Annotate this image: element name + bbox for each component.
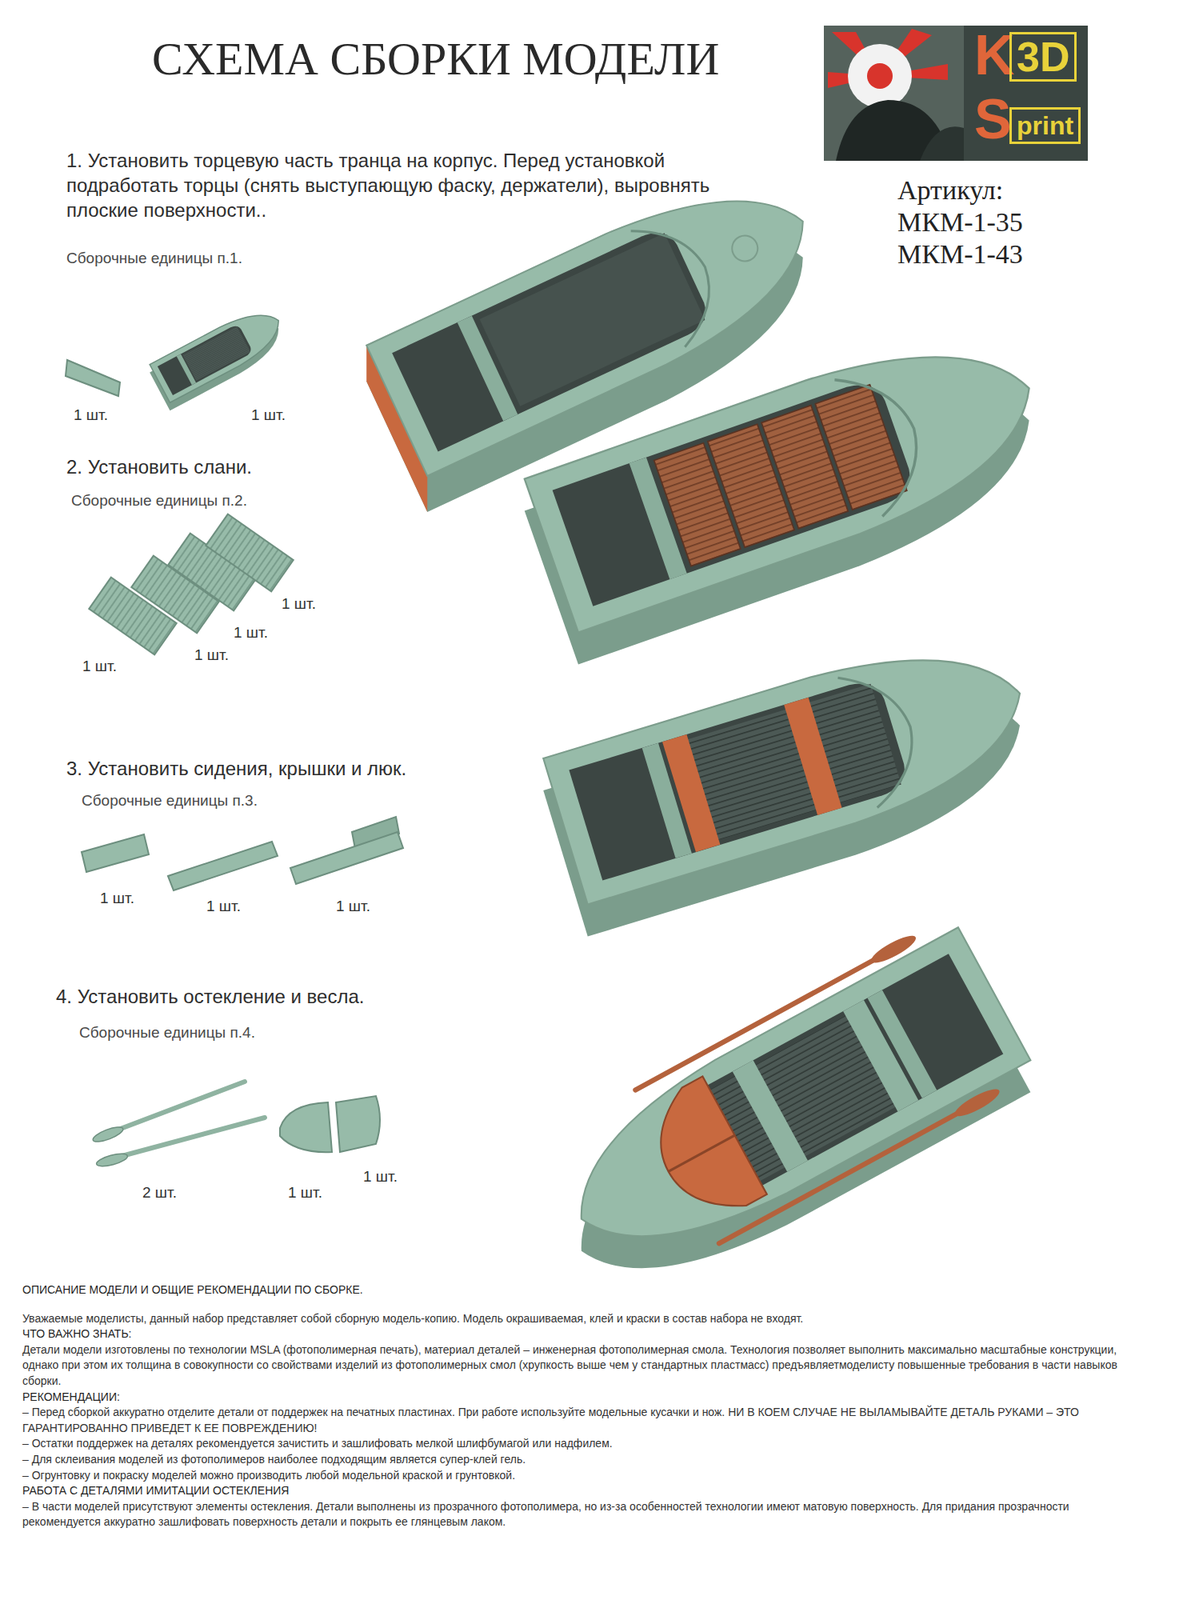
- note-text: Детали модели изготовлены по технологии …: [22, 1342, 1151, 1390]
- note-text: – Остатки поддержек на деталях рекоменду…: [22, 1435, 1151, 1452]
- quantity: 1 шт.: [281, 595, 316, 614]
- note-text: – Огрунтовку и покраску моделей можно пр…: [22, 1467, 1151, 1484]
- seat-parts: [81, 816, 404, 891]
- quantity: 2 шт.: [142, 1183, 177, 1203]
- hull-part: [149, 301, 289, 412]
- quantity: 1 шт.: [363, 1167, 398, 1187]
- transom-part: [65, 359, 120, 396]
- quantity: 1 шт.: [287, 1183, 323, 1203]
- quantity: 1 шт.: [335, 897, 371, 916]
- quantity: 1 шт.: [99, 889, 135, 908]
- units-heading: Сборочные единицы п.2.: [71, 491, 248, 511]
- units-heading: Сборочные единицы п.1.: [66, 249, 243, 268]
- page-title: СХЕМА СБОРКИ МОДЕЛИ: [151, 33, 720, 85]
- note-text: – Для склеивания моделей из фотополимеро…: [22, 1451, 1151, 1468]
- units-heading: Сборочные единицы п.4.: [79, 1023, 256, 1043]
- note-text: – В части моделей присутствуют элементы …: [22, 1498, 1151, 1531]
- note-heading: РАБОТА С ДЕТАЛЯМИ ИМИТАЦИИ ОСТЕКЛЕНИЯ: [22, 1482, 1151, 1499]
- logo-box: K3D Sprint: [823, 25, 1088, 161]
- quantity: 1 шт.: [73, 406, 108, 425]
- quantity: 1 шт.: [206, 897, 241, 916]
- quantity: 1 шт.: [82, 657, 117, 676]
- boat-step3: [543, 619, 1042, 936]
- step-text: 1. Установить торцевую часть транца на к…: [66, 147, 771, 224]
- logo-picture: [823, 25, 1088, 161]
- step-text: 2. Установить слани.: [66, 454, 252, 480]
- logo-text: 3D: [1009, 31, 1077, 82]
- notes-block: ОПИСАНИЕ МОДЕЛИ И ОБЩИЕ РЕКОМЕНДАЦИИ ПО …: [22, 1282, 1151, 1531]
- units-heading: Сборочные единицы п.3.: [81, 791, 258, 811]
- article-label: Артикул:: [897, 174, 1004, 208]
- note-heading: ЧТО ВАЖНО ЗНАТЬ:: [22, 1326, 1151, 1343]
- boat-step2: [524, 311, 1056, 664]
- quantity: 1 шт.: [251, 406, 286, 425]
- note-text: – Перед сборкой аккуратно отделите детал…: [22, 1404, 1151, 1436]
- oar-parts: [91, 1081, 265, 1169]
- logo-text: K: [974, 27, 1016, 84]
- article-code: МКМ-1-43: [897, 238, 1024, 272]
- boat-step4: [536, 911, 1040, 1318]
- quantity: 1 шт.: [233, 623, 268, 643]
- note-heading: ОПИСАНИЕ МОДЕЛИ И ОБЩИЕ РЕКОМЕНДАЦИИ ПО …: [22, 1282, 1151, 1299]
- quantity: 1 шт.: [194, 646, 229, 665]
- note-heading: РЕКОМЕНДАЦИИ:: [22, 1389, 1151, 1406]
- logo-text: S: [974, 91, 1012, 148]
- step-text: 4. Установить остекление и весла.: [55, 983, 364, 1009]
- floor-slats: [88, 514, 293, 656]
- article-code: МКМ-1-35: [897, 206, 1024, 240]
- logo-text: print: [1009, 107, 1081, 144]
- step-text: 3. Установить сидения, крышки и люк.: [66, 755, 407, 781]
- glass-parts: [279, 1095, 380, 1152]
- note-text: Уважаемые моделисты, данный набор предст…: [22, 1310, 1151, 1327]
